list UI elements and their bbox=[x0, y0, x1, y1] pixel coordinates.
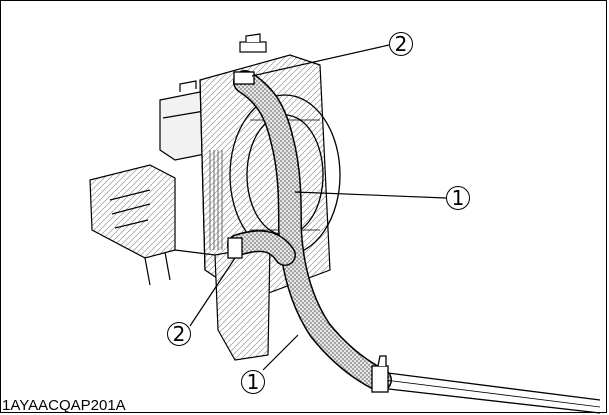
callout-clamp-upper: 2 bbox=[389, 32, 413, 56]
figure-id-code: 1AYAACQAP201A bbox=[2, 397, 126, 414]
callout-hose-right: 1 bbox=[446, 186, 470, 210]
callout-clamp-lower: 2 bbox=[167, 322, 191, 346]
callout-hose-lower: 1 bbox=[241, 370, 265, 394]
lower-plate bbox=[174, 244, 271, 361]
leader-lines bbox=[189, 44, 447, 371]
upper-clamp bbox=[233, 71, 255, 85]
lower-clamp bbox=[227, 237, 243, 259]
left-bracket bbox=[89, 164, 176, 286]
pipes bbox=[371, 355, 601, 414]
